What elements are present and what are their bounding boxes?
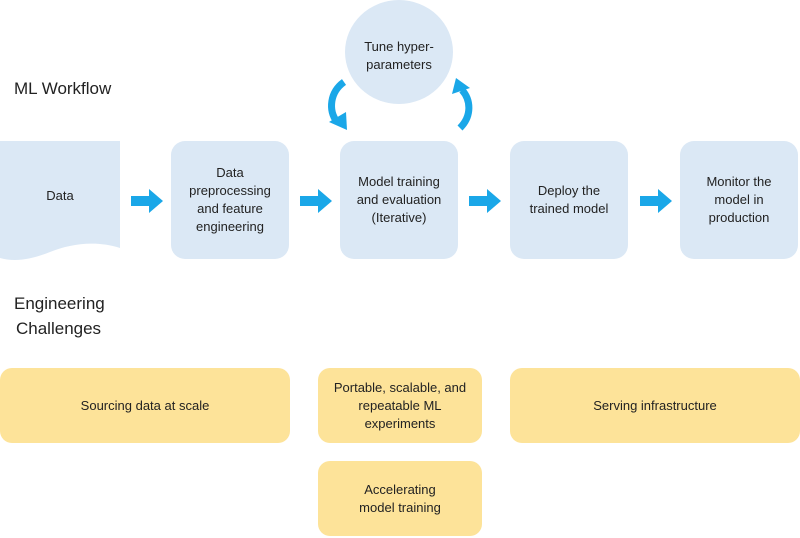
tuning-line-2: parameters bbox=[366, 57, 432, 72]
stage-1-line-1: Data bbox=[216, 165, 244, 180]
workflow-title: ML Workflow bbox=[14, 79, 112, 98]
arrow-loop-right bbox=[457, 87, 473, 131]
stage-deploy-model: Deploy the trained model bbox=[510, 141, 628, 259]
stage-2-line-1: Model training bbox=[358, 174, 440, 189]
challenge-1-line-1: Sourcing data at scale bbox=[80, 397, 210, 413]
stage-monitor-model: Monitor the model in production bbox=[680, 141, 798, 259]
challenge-portable-experiments: Portable, scalable, and repeatable ML ex… bbox=[318, 368, 482, 443]
arrow-loop-right-head bbox=[452, 78, 470, 94]
stage-2-line-2: and evaluation bbox=[356, 192, 442, 207]
stage-1-line-2: preprocessing bbox=[189, 183, 271, 198]
challenges-title-line-2: Challenges bbox=[16, 319, 102, 338]
stage-4-line-1: Monitor the bbox=[706, 174, 772, 189]
stage-model-training: Model training and evaluation (Iterative… bbox=[340, 141, 458, 259]
stage-4-line-2: model in bbox=[714, 192, 764, 207]
arrow-deploy-to-monitor bbox=[640, 189, 672, 213]
challenges-title: Engineering Challenges bbox=[14, 291, 105, 341]
tune-hyperparameters-circle: Tune hyper- parameters bbox=[345, 0, 453, 104]
arrow-preprocessing-to-training bbox=[300, 189, 332, 213]
stage-1-line-3: and feature bbox=[197, 201, 263, 216]
arrow-data-to-preprocessing bbox=[131, 189, 163, 213]
challenge-4-line-1: Accelerating bbox=[364, 481, 436, 497]
challenge-2-line-3: experiments bbox=[364, 415, 436, 431]
data-label: Data bbox=[46, 188, 74, 203]
challenge-3-line-1: Serving infrastructure bbox=[593, 397, 717, 413]
stage-2-line-3: (Iterative) bbox=[371, 210, 427, 225]
challenge-2-line-2: repeatable ML bbox=[358, 397, 442, 413]
challenges-title-line-1: Engineering bbox=[14, 294, 105, 313]
stage-3-line-2: trained model bbox=[529, 201, 609, 216]
arrow-loop-left-head bbox=[329, 112, 347, 130]
challenge-serving-infrastructure: Serving infrastructure bbox=[510, 368, 800, 443]
data-document-shape bbox=[0, 141, 120, 260]
data-source-label: Data bbox=[0, 141, 120, 251]
challenge-4-line-2: model training bbox=[359, 499, 441, 515]
stage-data-preprocessing: Data preprocessing and feature engineeri… bbox=[171, 141, 289, 259]
stage-4-line-3: production bbox=[708, 210, 770, 225]
stage-1-line-4: engineering bbox=[196, 219, 264, 234]
stage-3-line-1: Deploy the bbox=[537, 183, 601, 198]
arrow-training-to-deploy bbox=[469, 189, 501, 213]
challenge-accelerating-training: Accelerating model training bbox=[318, 461, 482, 536]
challenge-2-line-1: Portable, scalable, and bbox=[333, 379, 467, 395]
tuning-line-1: Tune hyper- bbox=[364, 39, 434, 54]
challenge-sourcing-data: Sourcing data at scale bbox=[0, 368, 290, 443]
